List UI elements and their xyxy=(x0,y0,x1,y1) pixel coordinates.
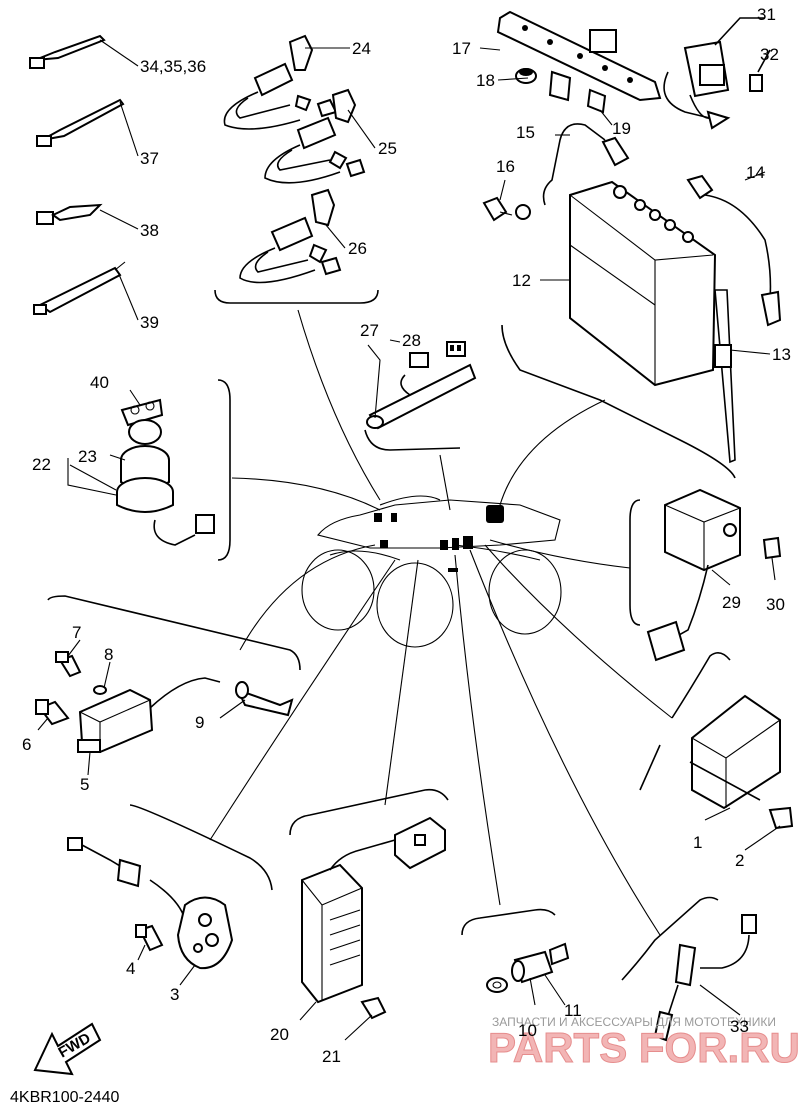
callout-14: 14 xyxy=(746,163,765,182)
plug-wires xyxy=(223,34,366,284)
neutral-switch xyxy=(486,942,570,993)
callout-7: 7 xyxy=(72,623,81,642)
pickup-coil xyxy=(67,837,234,970)
watermark: ЗАПЧАСТИ И АКСЕССУАРЫ ДЛЯ МОТОТЕХНИКИ PA… xyxy=(488,1015,800,1072)
callout-19: 19 xyxy=(612,119,631,138)
callout-32: 32 xyxy=(760,45,779,64)
callout-18: 18 xyxy=(476,71,495,90)
callout-33: 33 xyxy=(730,1017,749,1036)
watermark-tagline: ЗАПЧАСТИ И АКСЕССУАРЫ ДЛЯ МОТОТЕХНИКИ xyxy=(492,1015,776,1029)
callout-34-35-36: 34,35,36 xyxy=(140,57,206,76)
fwd-arrow-icon: FWD xyxy=(33,1022,102,1076)
callout-2: 2 xyxy=(735,851,744,870)
callout-12: 12 xyxy=(512,271,531,290)
watermark-logo: PARTS FOR.RU xyxy=(488,1024,800,1071)
rectifier-regulator xyxy=(301,816,446,1020)
callout-numbers: 34,35,36 37 38 39 24 25 26 17 18 19 15 1… xyxy=(22,5,791,1066)
callout-4: 4 xyxy=(126,959,135,978)
ignition-coil xyxy=(35,651,294,754)
callout-8: 8 xyxy=(104,645,113,664)
group-brackets xyxy=(47,289,736,981)
callout-24: 24 xyxy=(352,39,371,58)
main-switch xyxy=(116,398,215,546)
callout-22: 22 xyxy=(32,455,51,474)
cdi-unit xyxy=(689,694,794,830)
callout-17: 17 xyxy=(452,39,471,58)
leader-lines xyxy=(209,309,673,936)
callout-30: 30 xyxy=(766,595,785,614)
cable-ties xyxy=(29,34,126,315)
callout-23: 23 xyxy=(78,447,97,466)
callout-28: 28 xyxy=(402,331,421,350)
relay-unit xyxy=(646,488,782,662)
callout-lines xyxy=(37,39,781,1041)
temperature-sensor xyxy=(653,914,757,1042)
callout-40: 40 xyxy=(90,373,109,392)
callout-39: 39 xyxy=(140,313,159,332)
callout-21: 21 xyxy=(322,1047,341,1066)
callout-3: 3 xyxy=(170,985,179,1004)
callout-16: 16 xyxy=(496,157,515,176)
callout-13: 13 xyxy=(772,345,791,364)
callout-37: 37 xyxy=(140,149,159,168)
callout-31: 31 xyxy=(757,5,776,24)
callout-38: 38 xyxy=(140,221,159,240)
callout-5: 5 xyxy=(80,775,89,794)
callout-11: 11 xyxy=(564,1001,582,1020)
callout-6: 6 xyxy=(22,735,31,754)
callout-25: 25 xyxy=(378,139,397,158)
callout-9: 9 xyxy=(195,713,204,732)
callout-1: 1 xyxy=(693,833,702,852)
battery-group xyxy=(482,10,782,464)
callout-20: 20 xyxy=(270,1025,289,1044)
atv-silhouette xyxy=(301,495,562,648)
callout-29: 29 xyxy=(722,593,741,612)
starter-relay xyxy=(663,17,771,130)
diagram-code: 4KBR100-2440 xyxy=(10,1089,120,1106)
callout-27: 27 xyxy=(360,321,379,340)
callout-15: 15 xyxy=(516,123,535,142)
callout-10: 10 xyxy=(518,1021,537,1040)
wire-clamp xyxy=(366,341,477,430)
callout-26: 26 xyxy=(348,239,367,258)
